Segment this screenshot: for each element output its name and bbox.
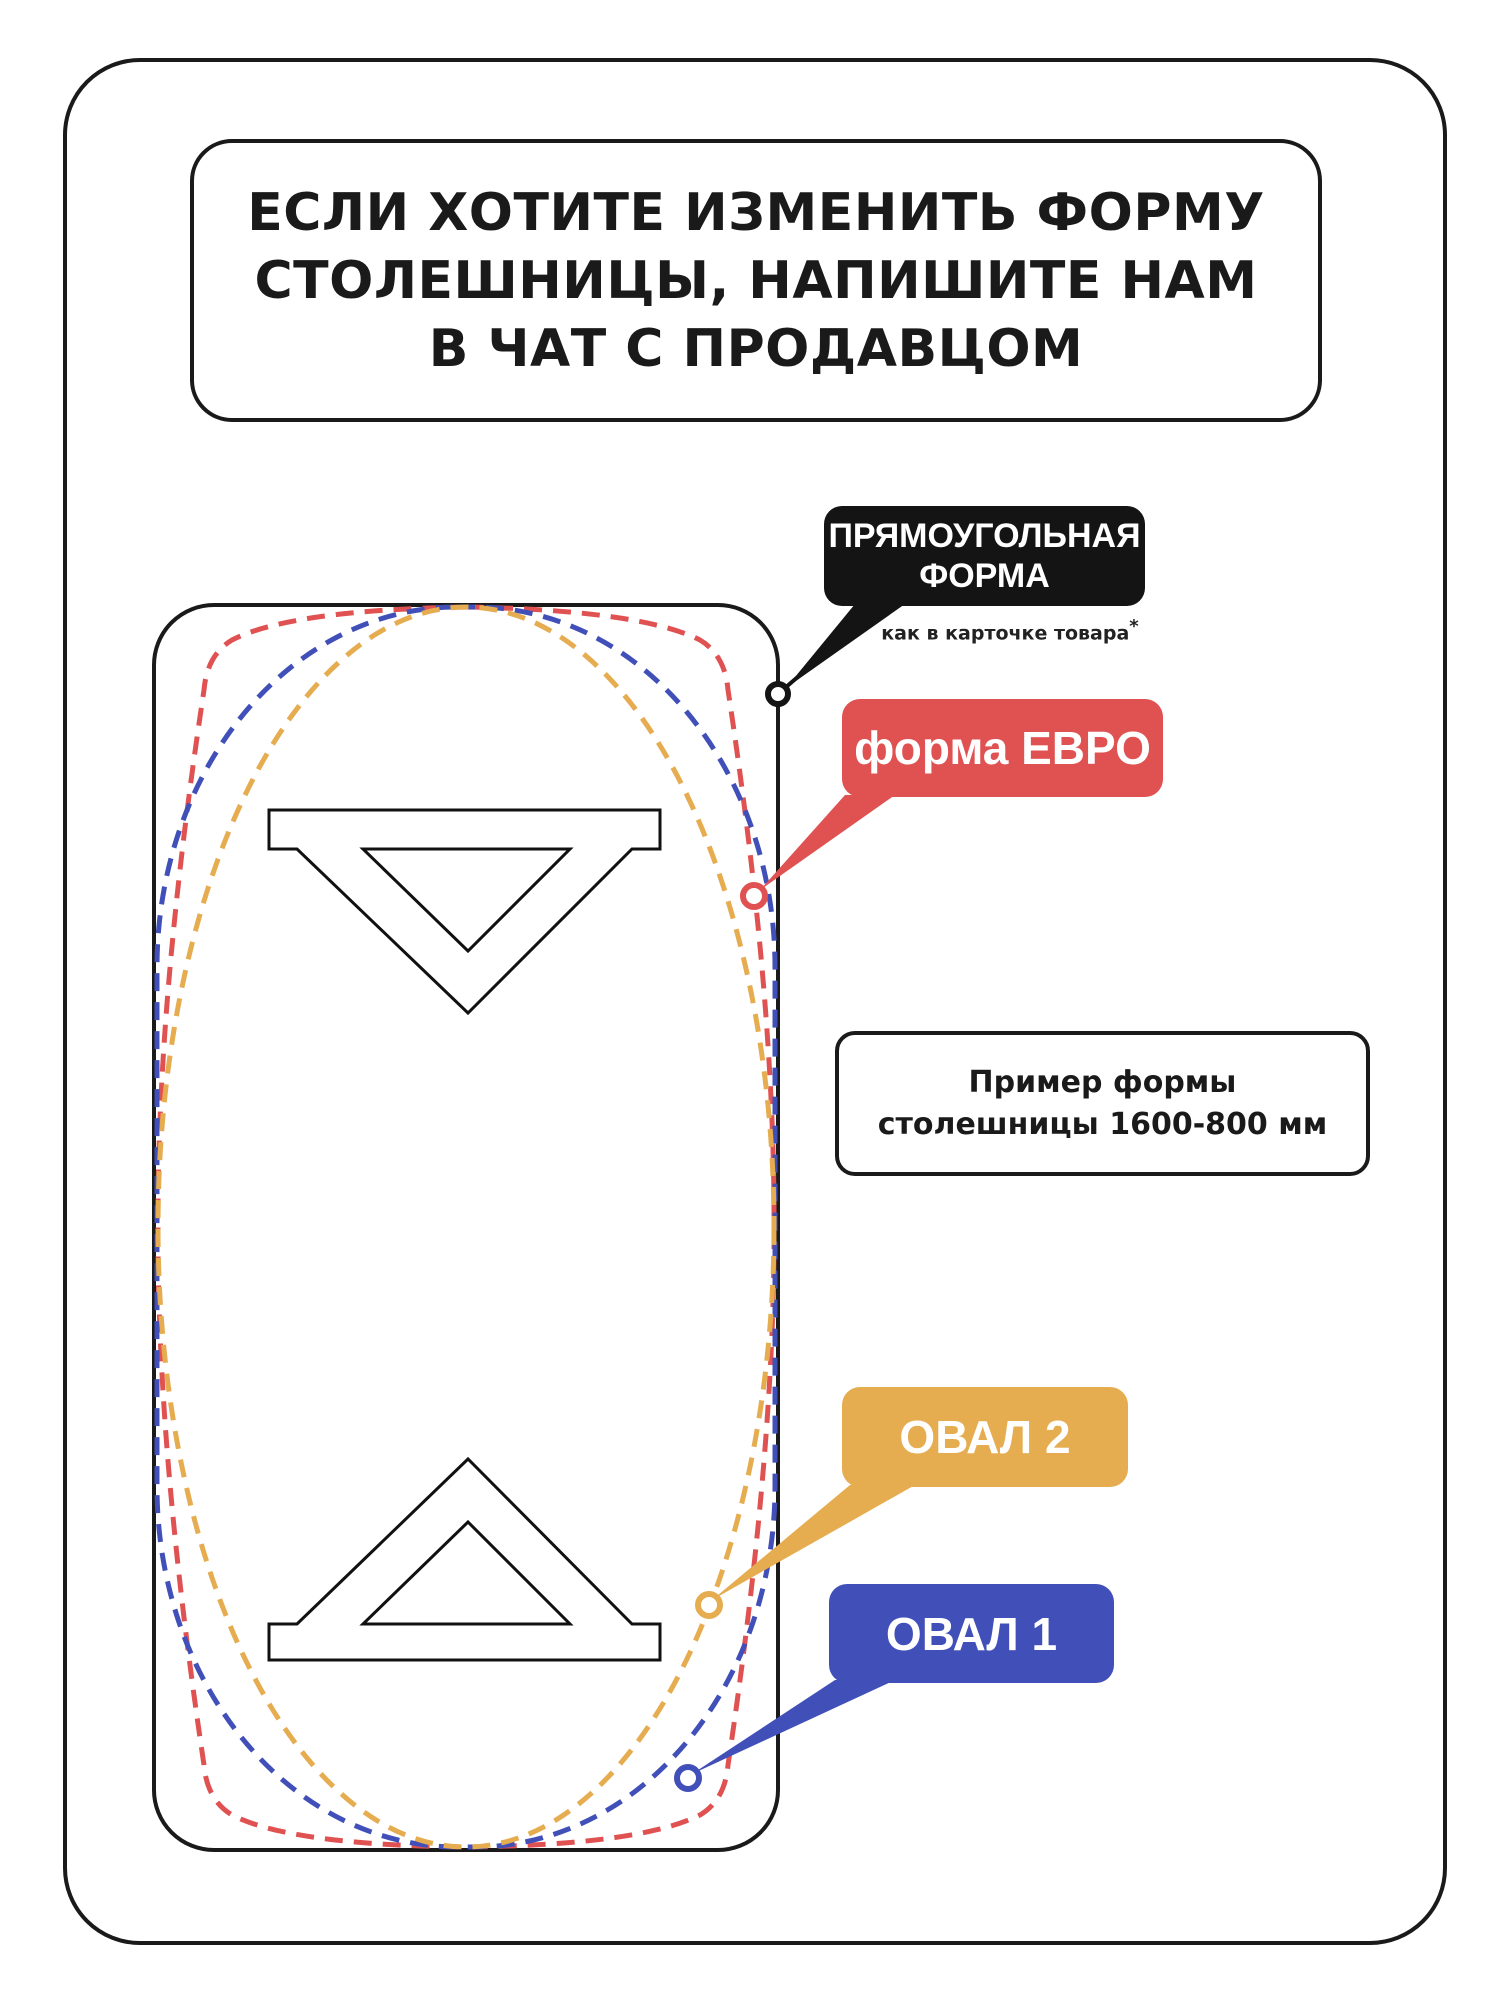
note-asterisk: * (1129, 616, 1139, 637)
oval1-callout-box (829, 1584, 1114, 1683)
oval2-shape-outline (155, 604, 777, 1850)
info-line: столешницы 1600-800 мм (877, 1106, 1328, 1142)
title-line: В ЧАТ С ПРОДАВЦОМ (428, 318, 1084, 379)
oval1-shape-label: ОВАЛ 1 (885, 1607, 1058, 1660)
title-box (190, 139, 1322, 422)
label-line: ПРЯМОУГОЛЬНАЯ (828, 517, 1141, 555)
euro-callout-box (842, 699, 1163, 797)
oval1-marker (674, 1764, 702, 1792)
rectangular-marker (765, 681, 791, 707)
info-line: Пример формы (968, 1064, 1237, 1100)
oval2-shape-label: ОВАЛ 2 (899, 1411, 1071, 1463)
rectangular-shape-label: ПРЯМОУГОЛЬНАЯ ФОРМА (824, 506, 1145, 606)
rectangular-note: как в карточке товара* (860, 616, 1160, 644)
oval2-marker (695, 1591, 723, 1619)
oval2-callout-box (842, 1387, 1128, 1487)
rectangular-callout-tail (786, 604, 905, 688)
oval1-callout-tail (692, 1680, 895, 1774)
rectangular-callout-box (824, 506, 1145, 606)
size-info: Пример формы столешницы 1600-800 мм (837, 1033, 1368, 1174)
note-text: как в карточке товара (881, 622, 1130, 645)
euro-callout-tail (760, 795, 895, 890)
euro-shape-outline (155, 604, 777, 1850)
label-line: ФОРМА (919, 557, 1050, 595)
euro-marker (740, 882, 768, 910)
table-base-top (267, 808, 662, 1016)
page-title: ЕСЛИ ХОТИТЕ ИЗМЕНИТЬ ФОРМУ СТОЛЕШНИЦЫ, Н… (192, 141, 1320, 420)
euro-shape-label: форма ЕВРО (854, 722, 1151, 774)
title-line: ЕСЛИ ХОТИТЕ ИЗМЕНИТЬ ФОРМУ (247, 182, 1265, 243)
oval2-callout-tail (712, 1485, 915, 1600)
title-line: СТОЛЕШНИЦЫ, НАПИШИТЕ НАМ (254, 250, 1258, 311)
table-base-bottom (267, 1456, 662, 1662)
info-box (835, 1031, 1370, 1176)
